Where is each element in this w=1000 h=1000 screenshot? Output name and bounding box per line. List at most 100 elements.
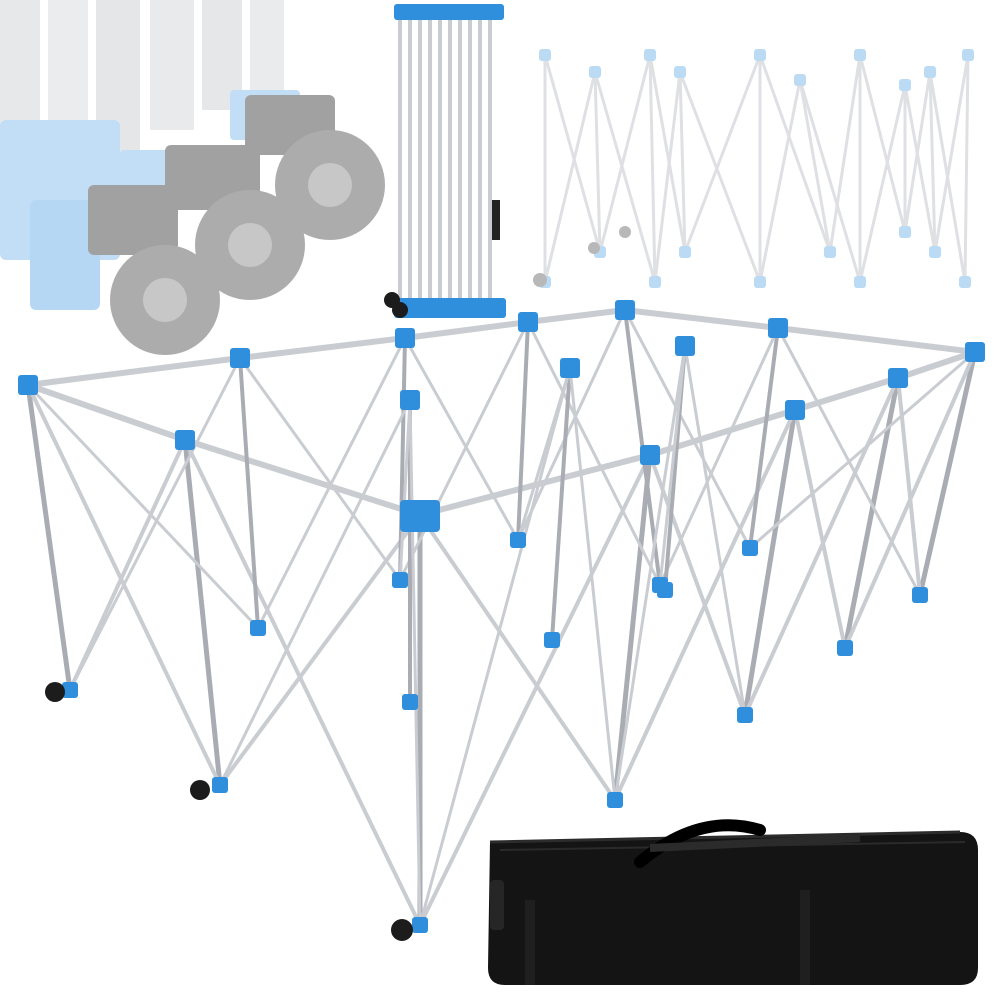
frame-tube — [398, 320, 530, 582]
frame-tube — [237, 335, 408, 361]
connector-joint — [18, 375, 38, 395]
frame-tube — [408, 398, 422, 927]
connector-joint — [657, 582, 673, 598]
connector-joint — [899, 226, 911, 238]
frame-tube — [418, 453, 652, 927]
frame-tube — [543, 70, 597, 284]
frame-tube — [593, 70, 602, 254]
caster-wheel — [190, 780, 210, 800]
connector-joint — [785, 400, 805, 420]
frame-tube — [25, 382, 188, 443]
frame-tube — [182, 437, 423, 518]
connector-joint — [888, 368, 908, 388]
frame-tube — [678, 70, 687, 254]
frame-tube — [748, 326, 780, 550]
frame-tube — [798, 78, 832, 254]
frame-tube — [516, 320, 530, 542]
frame-tube — [963, 53, 970, 284]
connector-joint — [62, 682, 78, 698]
caster-wheel — [45, 682, 65, 702]
connector-joint — [589, 66, 601, 78]
frame-tube — [903, 70, 932, 234]
folded-label — [492, 200, 500, 240]
frame-tube — [25, 382, 73, 693]
connector-joint — [674, 66, 686, 78]
connector-joint — [510, 532, 526, 548]
frame-tube — [525, 307, 628, 325]
frame-tube — [658, 326, 780, 587]
connector-joint — [794, 74, 806, 86]
frame-tube — [25, 355, 243, 388]
frame-tube — [928, 70, 937, 254]
frame-tube — [792, 375, 901, 413]
connector-joint — [737, 707, 753, 723]
frame-tube — [612, 452, 653, 803]
caster-detail-panel — [0, 0, 385, 355]
caster-wheel — [588, 242, 600, 254]
connector-joint — [754, 49, 766, 61]
connector-joint — [544, 632, 560, 648]
frame-tube — [403, 336, 520, 542]
frame-tube — [895, 349, 978, 381]
connector-joint — [912, 587, 928, 603]
frame-tube — [418, 366, 572, 927]
corner-connector-joint — [400, 500, 440, 532]
connector-joint — [854, 49, 866, 61]
connector-joint — [965, 342, 985, 362]
frame-tube — [238, 356, 260, 630]
connector-joint — [412, 917, 428, 933]
frame-tube — [678, 70, 762, 284]
connector-joint — [675, 336, 695, 356]
frame-tube — [218, 513, 422, 787]
frame-tube — [218, 398, 412, 787]
connector-joint — [962, 49, 974, 61]
frame-tube — [648, 453, 747, 717]
frame-tube — [758, 53, 832, 254]
frame-tube — [842, 375, 901, 651]
caster-wheel — [619, 226, 631, 238]
connector-joint — [768, 318, 788, 338]
frame-tube — [256, 336, 407, 630]
expanding-frame-panel — [533, 49, 974, 288]
connector-joint — [250, 620, 266, 636]
frame-tube — [622, 307, 781, 331]
frame-tube — [903, 83, 937, 254]
connector-joint — [929, 246, 941, 258]
carry-bag-panel — [488, 819, 978, 985]
connector-joint — [742, 540, 758, 556]
frame-tube — [623, 308, 752, 550]
connector-joint — [754, 276, 766, 288]
frame-tube — [613, 408, 797, 802]
connector-joint — [854, 276, 866, 288]
frame-tube — [182, 437, 223, 788]
frame-tube — [758, 78, 802, 284]
connector-joint — [560, 358, 580, 378]
frame-tube — [516, 308, 627, 542]
folded-bottom-joints — [394, 298, 506, 318]
frame-tube — [917, 349, 978, 598]
folded-frame-panel — [384, 4, 506, 318]
connector-joint — [395, 328, 415, 348]
frame-tube — [683, 53, 762, 254]
frame-tube — [526, 320, 662, 587]
caster-tubes — [0, 0, 284, 170]
frame-tube — [648, 53, 687, 254]
frame-tube — [798, 78, 862, 284]
connector-joint — [175, 430, 195, 450]
connector-joint — [899, 79, 911, 91]
frame-tube — [568, 366, 617, 802]
frame-tube — [238, 356, 402, 582]
frame-tube — [598, 53, 652, 254]
connector-joint — [824, 246, 836, 258]
connector-joint — [649, 276, 661, 288]
frame-tube — [828, 53, 862, 254]
frame-tube — [843, 350, 977, 650]
caster-wheel — [391, 919, 413, 941]
frame-tube — [683, 344, 747, 717]
connector-joint — [400, 390, 420, 410]
frame-tube — [183, 438, 422, 927]
connector-joint — [539, 49, 551, 61]
connector-joint — [607, 792, 623, 808]
frame-tube — [858, 83, 907, 284]
